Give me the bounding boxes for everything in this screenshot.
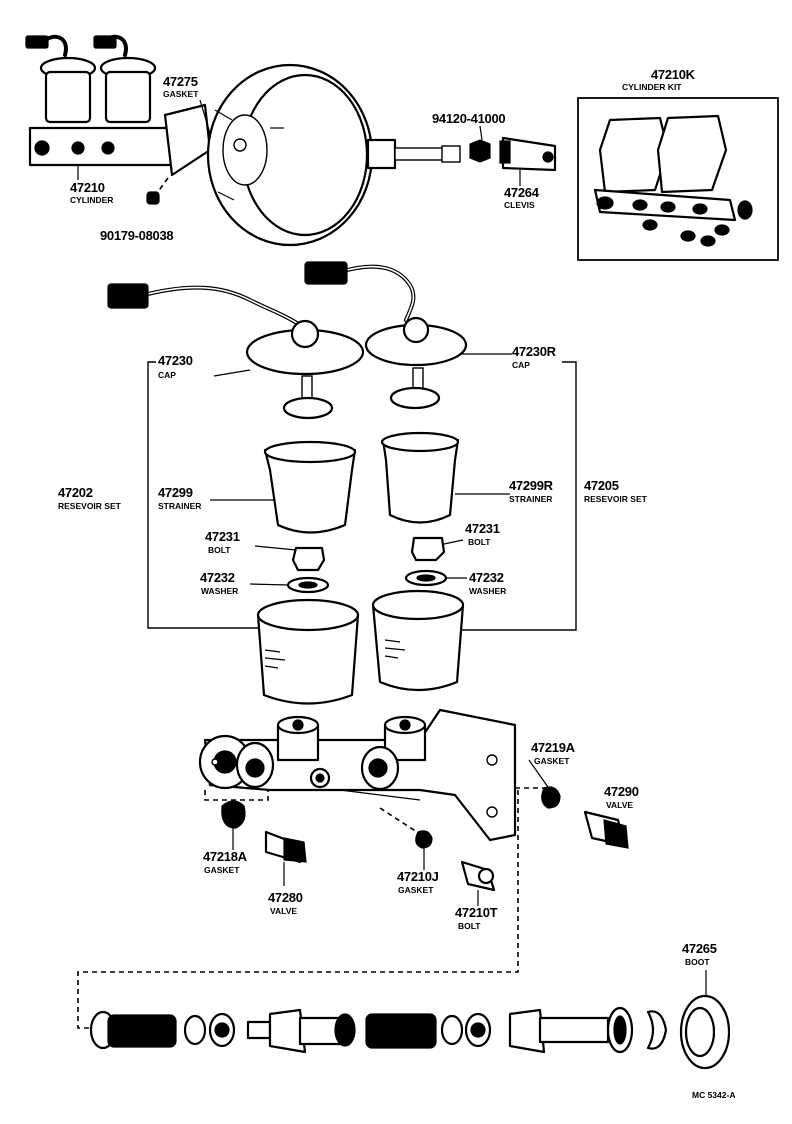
- label-47210-name: CYLINDER: [70, 195, 113, 205]
- label-47231-right-number: 47231: [465, 521, 500, 536]
- label-47290-name: VALVE: [606, 800, 633, 810]
- label-47299-name: STRAINER: [158, 501, 201, 511]
- label-94120-number: 94120-41000: [432, 111, 505, 126]
- label-47232-left-name: WASHER: [201, 586, 238, 596]
- cylinder-body: [198, 708, 517, 842]
- label-47219A-name: GASKET: [534, 756, 570, 766]
- internal-parts: [77, 790, 731, 1070]
- cylinder-kit-box: [577, 97, 779, 261]
- label-47210J-name: GASKET: [398, 885, 434, 895]
- label-47290-number: 47290: [604, 784, 639, 799]
- label-47275-name: GASKET: [163, 89, 199, 99]
- label-47299-number: 47299: [158, 485, 193, 500]
- label-47218A-number: 47218A: [203, 849, 248, 864]
- label-47205-number: 47205: [584, 478, 619, 493]
- reservoir-exploded: [107, 261, 577, 705]
- label-47299R-name: STRAINER: [509, 494, 552, 504]
- label-47280-name: VALVE: [270, 906, 297, 916]
- label-47230-name: CAP: [158, 370, 176, 380]
- label-47210K-name: CYLINDER KIT: [622, 82, 682, 92]
- part-labels: 47210 CYLINDER 47275 GASKET 90179-08038 …: [58, 67, 735, 1100]
- label-47205-name: RESEVOIR SET: [584, 494, 648, 504]
- label-47265-number: 47265: [682, 941, 717, 956]
- label-47230-number: 47230: [158, 353, 193, 368]
- label-47275-number: 47275: [163, 74, 198, 89]
- figure-code: MC 5342-A: [692, 1090, 735, 1100]
- label-47231-left-name: BOLT: [208, 545, 231, 555]
- label-47219A-number: 47219A: [531, 740, 576, 755]
- label-47218A-name: GASKET: [204, 865, 240, 875]
- label-47202-number: 47202: [58, 485, 93, 500]
- label-47232-right-name: WASHER: [469, 586, 506, 596]
- label-47264-name: CLEVIS: [504, 200, 535, 210]
- label-47265-name: BOOT: [685, 957, 710, 967]
- label-47210-number: 47210: [70, 180, 105, 195]
- label-47230R-number: 47230R: [512, 344, 557, 359]
- label-47210J-number: 47210J: [397, 869, 439, 884]
- label-47230R-name: CAP: [512, 360, 530, 370]
- label-47210T-name: BOLT: [458, 921, 481, 931]
- fittings: [221, 759, 629, 906]
- label-47210T-number: 47210T: [455, 905, 498, 920]
- label-47231-right-name: BOLT: [468, 537, 491, 547]
- label-90179-number: 90179-08038: [100, 228, 173, 243]
- label-47264-number: 47264: [504, 185, 540, 200]
- label-47232-right-number: 47232: [469, 570, 504, 585]
- label-47299R-number: 47299R: [509, 478, 554, 493]
- label-47280-number: 47280: [268, 890, 303, 905]
- label-47231-left-number: 47231: [205, 529, 240, 544]
- label-47202-name: RESEVOIR SET: [58, 501, 122, 511]
- label-47232-left-number: 47232: [200, 570, 235, 585]
- top-assembly: [25, 34, 557, 247]
- label-47210K-number: 47210K: [651, 67, 696, 82]
